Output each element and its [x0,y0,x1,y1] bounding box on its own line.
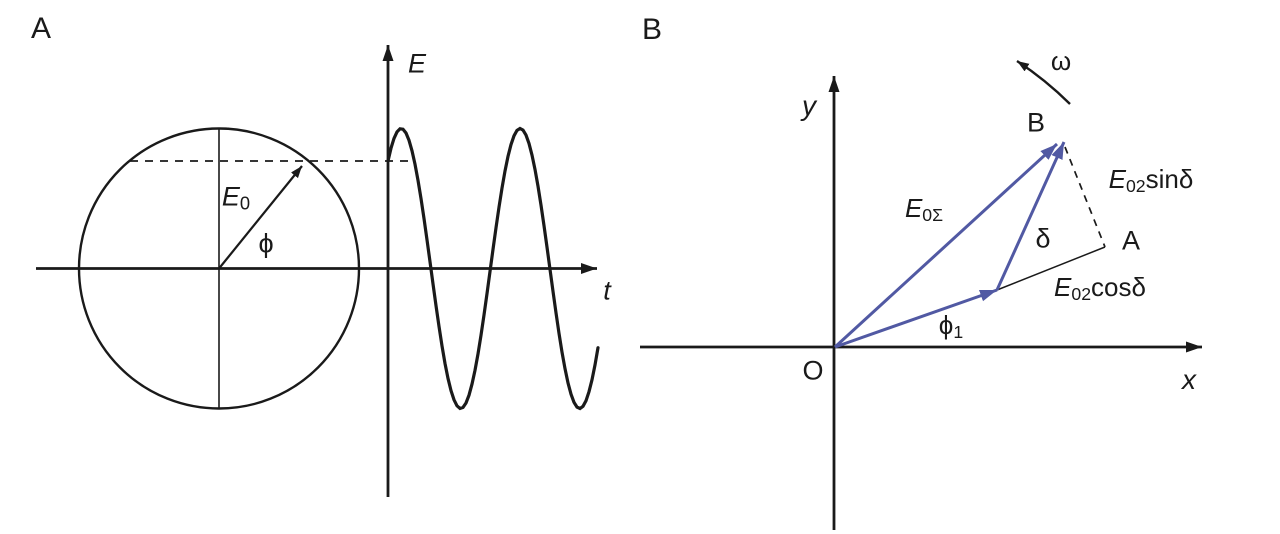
amplitude-label: E0 [222,183,250,212]
phase1-label-sub: 1 [953,322,964,343]
amplitude-label-sub: 0 [239,192,251,214]
panel-a-label: A [31,12,52,45]
sin-component-label: E02sinδ [1109,166,1194,196]
sin-component-dashed-line [1064,146,1106,248]
phasor1-vector [834,288,998,349]
point-a-label: A [1121,225,1141,256]
resultant-label-base: E [904,193,923,224]
phase1-label-base: ϕ [938,310,954,341]
x-axis-label: x [1182,364,1196,395]
cos-component-line [996,246,1106,291]
cos-component-base: E [1054,272,1072,303]
origin-label: O [802,355,824,386]
point-b-label: B [1026,107,1046,138]
angular-velocity-label: ω [1050,46,1072,76]
resultant-vector [833,142,1059,349]
phasor2-vector [995,141,1066,291]
resultant-label-sub: 0Σ [922,205,944,226]
amplitude-label-base: E [221,181,240,212]
delta-angle-label: δ [1035,223,1051,254]
sin-component-sub: 02 [1125,176,1146,197]
resultant-vector-label: E0Σ [905,195,943,225]
y-axis-label: y [802,90,816,121]
rotation-direction-arrow [1016,59,1071,105]
radius-vector-arrow [218,165,303,270]
cos-component-label: E02cosδ [1054,274,1146,304]
phase-angle-label: ϕ [258,228,274,259]
cos-component-sub: 02 [1071,284,1092,305]
sin-component-base: E [1108,164,1126,195]
t-axis-label: t [603,275,611,306]
sin-component-suffix: sinδ [1145,164,1194,195]
panel-b-label: B [642,13,663,46]
sine-wave-curve [386,126,600,411]
cos-component-suffix: cosδ [1091,272,1146,303]
e-axis-label: E [407,48,427,79]
phase1-angle-label: ϕ1 [939,312,963,342]
